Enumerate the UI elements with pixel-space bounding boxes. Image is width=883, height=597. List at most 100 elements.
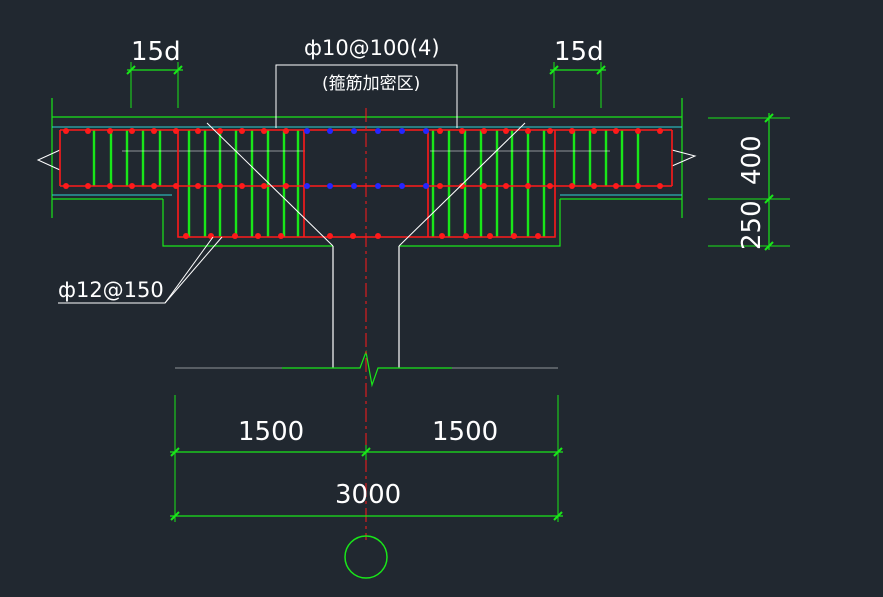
dim-tick xyxy=(553,511,563,521)
rebar-dot xyxy=(535,233,541,239)
dim-beam-depth: 400 xyxy=(737,135,767,185)
rebar-dot xyxy=(63,128,69,134)
bar-spec-leader xyxy=(164,236,223,304)
rebar-dot xyxy=(107,128,113,134)
rebar-dot xyxy=(459,183,465,189)
break-line-icon xyxy=(282,349,452,388)
rebar-dot xyxy=(591,183,597,189)
rebar-dot xyxy=(217,183,223,189)
rebar-dot xyxy=(261,128,267,134)
rebar-dot xyxy=(327,233,333,239)
rebar-dot xyxy=(217,128,223,134)
rebar-dot xyxy=(613,183,619,189)
rebar-dot xyxy=(569,128,575,134)
rebar-dot xyxy=(151,183,157,189)
haunch-left-bar xyxy=(177,130,304,238)
rebar-dot-dense xyxy=(375,183,381,189)
rebar-dot-dense xyxy=(304,128,310,134)
dim-haunch-depth: 250 xyxy=(737,200,767,250)
rebar-dot xyxy=(481,183,487,189)
rebar-dot-dense xyxy=(399,128,405,134)
dim-tick xyxy=(764,194,774,204)
rebar-dot xyxy=(437,128,443,134)
rebar-dot xyxy=(283,128,289,134)
dim-tick xyxy=(764,113,774,123)
rebar-dot xyxy=(261,183,267,189)
rebar-dot-dense xyxy=(327,128,333,134)
rebar-dot xyxy=(547,183,553,189)
rebar-dot xyxy=(173,183,179,189)
rebar-dot xyxy=(591,128,597,134)
axis-circle-icon xyxy=(344,535,388,579)
rebar-dot xyxy=(85,183,91,189)
rebar-dot-dense xyxy=(351,128,357,134)
break-line-icon xyxy=(36,149,61,171)
rebar-dot xyxy=(635,183,641,189)
rebar-dot xyxy=(511,233,517,239)
stirrup-zone-bracket xyxy=(275,64,458,128)
leader-lines xyxy=(58,64,526,304)
rebar-dot xyxy=(463,233,469,239)
rebar-dot xyxy=(255,233,261,239)
rebar-dot xyxy=(481,128,487,134)
rebar-dot xyxy=(239,183,245,189)
rebar-dot xyxy=(375,233,381,239)
dim-total: 3000 xyxy=(335,480,401,510)
rebar-dot xyxy=(613,128,619,134)
rebar-dot xyxy=(657,183,663,189)
dimension-lines xyxy=(126,62,790,522)
haunch-left-outline xyxy=(162,199,333,247)
anchor-left-label: 15d xyxy=(131,37,181,67)
anchor-right-label: 15d xyxy=(554,37,604,67)
rebar-dot xyxy=(208,233,214,239)
dim-half-left: 1500 xyxy=(238,417,304,447)
diagonal-leader xyxy=(206,122,334,247)
dim-tick xyxy=(170,511,180,521)
stirrup-zone-note: (箍筋加密区) xyxy=(322,74,420,94)
rebar-dot-dense xyxy=(304,183,310,189)
rebar-dot-dense xyxy=(327,183,333,189)
rebar-dot xyxy=(283,183,289,189)
rebar-dot xyxy=(525,183,531,189)
rebar-dot xyxy=(437,183,443,189)
rebar-dots xyxy=(63,128,663,239)
rebar-dot xyxy=(487,233,493,239)
dim-tick xyxy=(549,65,559,75)
rebar-dot xyxy=(232,233,238,239)
rebar-dot xyxy=(151,128,157,134)
rebar-dot-dense xyxy=(423,128,429,134)
rebar-dot xyxy=(503,128,509,134)
dim-tick xyxy=(553,447,563,457)
diagonal-leader xyxy=(398,122,526,247)
rebar-dot xyxy=(657,128,663,134)
rebar-dot xyxy=(129,128,135,134)
rebar-dot xyxy=(195,183,201,189)
dim-tick xyxy=(173,65,183,75)
dim-tick xyxy=(764,241,774,251)
rebar-dot xyxy=(503,183,509,189)
bar-spec-label: ф12@150 xyxy=(58,278,164,302)
dim-tick xyxy=(170,447,180,457)
rebar-dot xyxy=(547,128,553,134)
dim-tick xyxy=(361,447,371,457)
rebar-dot xyxy=(569,183,575,189)
rebar-dot xyxy=(635,128,641,134)
rebar-dot xyxy=(278,233,284,239)
main-rebar-lines xyxy=(59,108,673,540)
rebar-dot xyxy=(439,233,445,239)
rebar-dot xyxy=(63,183,69,189)
rebar-dot xyxy=(107,183,113,189)
rebar-dot xyxy=(85,128,91,134)
dim-tick xyxy=(126,65,136,75)
rebar-dot-dense xyxy=(351,183,357,189)
rebar-dot xyxy=(195,128,201,134)
rebar-dot xyxy=(239,128,245,134)
concrete-outline xyxy=(36,98,697,388)
dim-half-right: 1500 xyxy=(432,417,498,447)
rebar-dot-dense xyxy=(399,183,405,189)
rebar-dot xyxy=(459,128,465,134)
rebar-dot xyxy=(129,183,135,189)
rebar-dot-dense xyxy=(375,128,381,134)
stirrup-spec-label: ф10@100(4) xyxy=(304,36,440,60)
